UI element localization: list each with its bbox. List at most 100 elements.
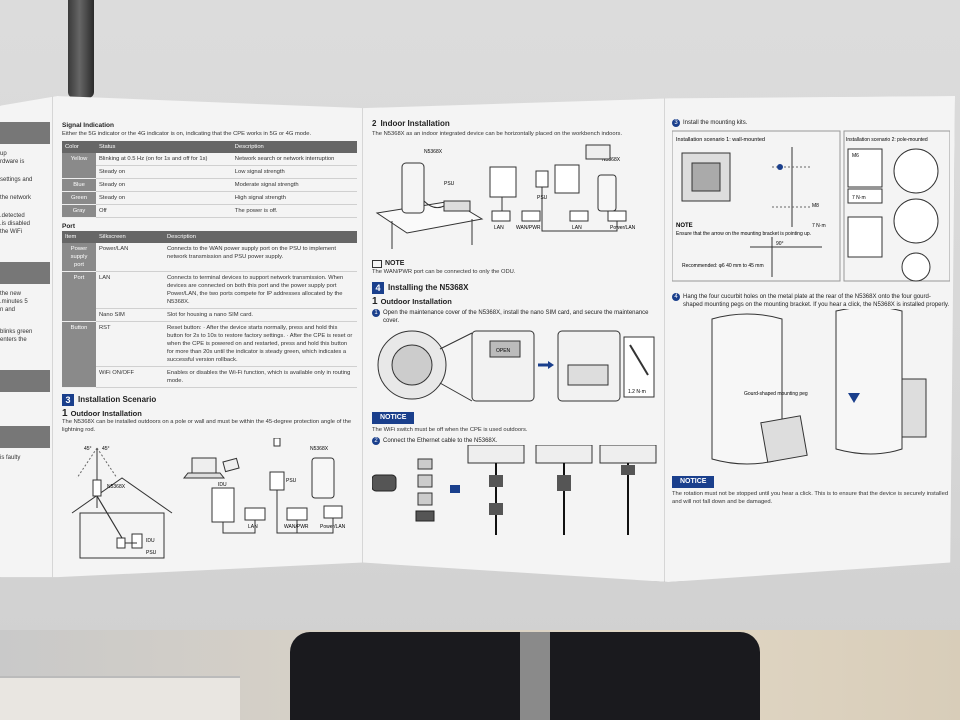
note-line: Ensure that the arrow on the mounting br… — [676, 231, 811, 237]
step-number: 2 — [372, 437, 380, 445]
scenario-label: Installation scenario 1: wall-mounted — [676, 137, 765, 143]
note-icon — [372, 260, 382, 268]
pen — [68, 0, 94, 98]
text-fragment: enters the — [0, 337, 27, 343]
note: NOTE — [372, 260, 657, 268]
sim-diagram-svg: OPEN 1.2 N·m — [377, 330, 655, 402]
device-label: N5368X — [424, 149, 443, 155]
table-cell: Connects to terminal devices to support … — [164, 271, 357, 309]
device-label: N5368X — [310, 446, 329, 452]
step-text: Open the maintenance cover of the N5368X… — [383, 310, 649, 324]
idu-label: IDU — [146, 538, 155, 544]
lan-label: LAN — [494, 225, 504, 231]
table-cell: Off — [96, 204, 232, 218]
gray-header-bar — [0, 370, 50, 392]
step-number: 4 — [672, 293, 680, 301]
table-cell: Blinking at 0.5 Hz (on for 1s and off fo… — [96, 153, 232, 166]
table-header: Color — [62, 141, 96, 153]
text-fragment: the network — [0, 195, 32, 201]
section-number: 3 — [62, 394, 74, 406]
table-row: Yellow Blinking at 0.5 Hz (on for 1s and… — [62, 153, 357, 179]
step: 3 Install the mounting kits. — [672, 119, 950, 127]
section-number: 4 — [372, 282, 384, 294]
table-cell: Moderate signal strength — [231, 178, 357, 192]
note-text: The WAN/PWR port can be connected to onl… — [372, 269, 516, 275]
table-cell: Green — [62, 191, 96, 205]
subsection-label: Outdoor Installation — [380, 297, 452, 306]
hanging-diagram-svg: Gourd-shaped mounting peg — [711, 306, 927, 465]
table-cell: LAN — [96, 271, 164, 309]
section-title: Installation Scenario — [78, 395, 157, 404]
table-cell: Port — [62, 271, 96, 322]
signal-table: Color Status Description Yellow Blinking… — [62, 141, 357, 218]
table-cell: Button — [62, 321, 96, 388]
table-cell: Steady on — [96, 178, 232, 192]
person-legs — [290, 632, 760, 720]
table-cell: RST — [96, 321, 164, 367]
text-fragment: is disabled. — [0, 221, 31, 227]
mounting-kit-diagram-svg: Installation scenario 1: wall-mounted 90… — [671, 130, 951, 282]
m8-label: M8 — [812, 203, 819, 209]
step-text: Hang the four cucurbit holes on the meta… — [683, 294, 950, 308]
table-cell: Power/LAN — [96, 243, 164, 272]
subsection-text: The N5368X can be installed outdoors on … — [62, 419, 352, 433]
text-fragment: blinks green — [0, 329, 33, 335]
idu-label: IDU — [218, 482, 227, 488]
notice-text: The WiFi switch must be off when the CPE… — [372, 427, 528, 433]
table-cell: Enables or disables the Wi-Fi function, … — [164, 366, 357, 388]
psu-label: PSU — [146, 550, 157, 556]
angle-label: 45° — [102, 446, 110, 452]
notice-text: The rotation must not be stopped until y… — [672, 491, 949, 505]
psu-label: PSU — [444, 181, 455, 187]
port-table: Item Silkscreen Description Power supply… — [62, 231, 357, 388]
scenario-label: Installation scenario 2: pole-mounted — [846, 137, 928, 143]
torque-label: 7 N·m — [852, 195, 866, 201]
gray-header-bar — [0, 262, 50, 284]
signal-heading: Signal Indication — [62, 122, 115, 129]
note-text: Ensure that the arrow on the mounting br… — [676, 231, 811, 237]
angle-label: 90° — [776, 241, 784, 247]
signal-intro: Either the 5G indicator or the 4G indica… — [62, 131, 312, 137]
powerlan-label: Power/LAN — [610, 225, 636, 231]
section-header: 3 Installation Scenario — [62, 394, 357, 406]
fold-line — [52, 96, 53, 582]
text-fragment: detected. — [0, 213, 25, 219]
panel-indicators-ports: Signal Indication Either the 5G indicato… — [62, 122, 357, 559]
step-text: Install the mounting kits. — [683, 120, 748, 126]
text-fragment: 5 minutes. — [0, 299, 28, 305]
section-header: 2 Indoor Installation — [372, 120, 657, 128]
table-cell: The power is off. — [231, 204, 357, 218]
table-header: Description — [164, 231, 357, 243]
notice-badge: NOTICE — [372, 412, 415, 424]
left-partial-panel: up rdware is settings and the network de… — [0, 116, 50, 462]
table-header-row: Color Status Description — [62, 141, 357, 153]
text-fragment: rdware is — [0, 159, 25, 165]
subsection-label: Outdoor Installation — [70, 409, 142, 418]
table-header: Status — [96, 141, 232, 153]
open-label: OPEN — [496, 348, 511, 354]
section-title: Installing the N5368X — [388, 283, 469, 292]
manual-sheet: up rdware is settings and the network de… — [0, 96, 955, 582]
table-cell: Reset button: · After the device starts … — [164, 321, 357, 367]
notice-badge: NOTICE — [672, 476, 715, 488]
table-cell: Steady on — [96, 191, 232, 205]
panel-indoor-installation: 2 Indoor Installation The N5368X as an i… — [371, 120, 657, 543]
m6-label: M6 — [852, 153, 859, 159]
step-number: 3 — [672, 119, 680, 127]
table-row: Green Steady on High signal strength — [62, 191, 357, 205]
section-text: The N5368X as an indoor integrated devic… — [372, 131, 623, 137]
text-fragment: the WiFi — [0, 229, 23, 235]
table-cell: Yellow — [62, 153, 96, 179]
table-header-row: Item Silkscreen Description — [62, 231, 357, 243]
port-heading: Port — [62, 223, 75, 230]
box-corner — [0, 676, 240, 720]
table-cell: Blue — [62, 178, 96, 192]
table-cell: Low signal strength — [231, 165, 357, 179]
panel-mounting: 3 Install the mounting kits. Installatio… — [671, 116, 951, 509]
table-cell: Slot for housing a nano SIM card. — [164, 308, 357, 322]
device-label: N5368X — [602, 157, 621, 163]
table-row: WiFi ON/OFF Enables or disables the Wi-F… — [62, 366, 357, 388]
recommended-label: Recommended: φ6 40 mm to 45 mm — [682, 263, 764, 269]
torque-label: 1.2 N·m — [628, 389, 646, 395]
